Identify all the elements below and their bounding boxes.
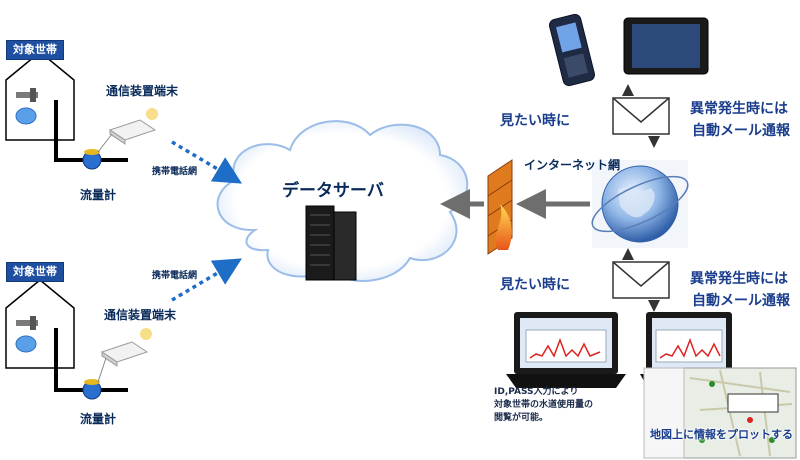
meter-1-label: 流量計 xyxy=(80,188,117,202)
alert-top-line1: 異常発生時には xyxy=(690,101,788,117)
alert-bottom-line1: 異常発生時には xyxy=(690,271,788,287)
mobile-phone-icon xyxy=(549,13,595,87)
house-1-icon xyxy=(5,51,128,162)
network-2-label: 携帯電話網 xyxy=(152,271,198,281)
data-server-label: データサーバ xyxy=(282,181,384,201)
mail-notice-top-icon xyxy=(612,84,670,148)
firewall-icon xyxy=(487,159,513,255)
comm-terminal-1-icon xyxy=(108,108,158,145)
alert-bottom-line2: 自動メール通報 xyxy=(692,293,790,309)
view-anytime-bottom-label: 見たい時に xyxy=(500,277,570,293)
alert-top-line2: 自動メール通報 xyxy=(692,123,790,139)
map-plot-label: 地図上に情報をプロットする xyxy=(650,428,793,441)
household-2-tag: 対象世帯 xyxy=(6,262,64,282)
meter-2-label: 流量計 xyxy=(80,412,117,426)
login-note-line1: ID,PASS入力により xyxy=(494,387,579,397)
comm-terminal-2-icon xyxy=(100,328,152,367)
flow-meter-1-icon xyxy=(82,149,102,170)
view-anytime-top-label: 見たい時に xyxy=(500,113,570,129)
login-note-line3: 閲覧が可能。 xyxy=(494,413,549,423)
house-2-icon xyxy=(5,279,128,392)
laptop-1-icon xyxy=(506,312,626,388)
terminal-1-label: 通信装置端末 xyxy=(106,84,179,98)
flow-meter-2-icon xyxy=(82,379,102,400)
mail-notice-bottom-icon xyxy=(612,248,670,312)
internet-label: インターネット網 xyxy=(524,158,621,172)
server-rack-icon xyxy=(305,205,357,281)
internet-globe-icon xyxy=(591,160,689,248)
terminal-2-label: 通信装置端末 xyxy=(104,308,177,322)
household-1-tag: 対象世帯 xyxy=(6,40,64,60)
network-1-label: 携帯電話網 xyxy=(152,167,198,177)
login-note-line2: 対象世帯の水道使用量の xyxy=(494,400,594,410)
map-screenshot xyxy=(643,367,797,459)
tablet-icon xyxy=(623,17,709,75)
